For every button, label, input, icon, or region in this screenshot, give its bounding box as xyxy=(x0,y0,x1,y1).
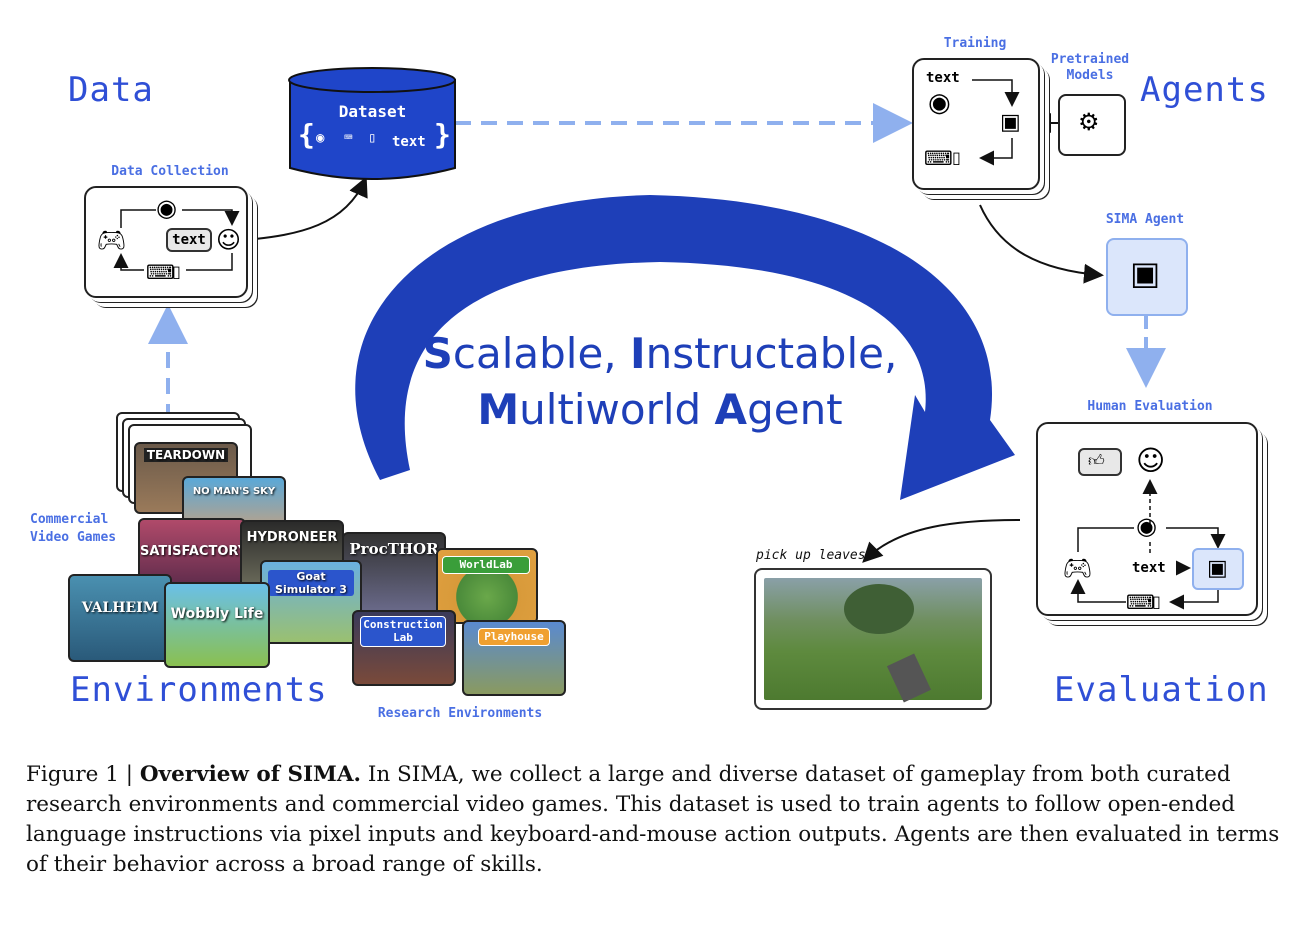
research-environments-label: Research Environments xyxy=(377,706,543,721)
game-screenshot xyxy=(754,568,992,710)
keyboard-icon: ⌨ xyxy=(924,146,953,170)
data-collection-label: Data Collection xyxy=(111,164,229,179)
text-chip: text xyxy=(166,228,212,252)
instruction-label: pick up leaves xyxy=(756,548,866,563)
caption-body: In SIMA, we collect a large and diverse … xyxy=(26,762,1280,877)
goat-simulator-thumbnail: Goat Simulator 3 xyxy=(260,560,362,644)
figure-caption: Figure 1 | Overview of SIMA. In SIMA, we… xyxy=(26,760,1286,880)
data-section-title: Data xyxy=(68,70,154,110)
robot-icon: ▣ xyxy=(1000,110,1021,135)
gamepad-icon: 🎮︎ xyxy=(1062,554,1093,582)
wobbly-life-thumbnail: Wobbly Life xyxy=(164,582,270,668)
evaluation-section-title: Evaluation xyxy=(1054,670,1269,710)
construction-lab-label: Construction Lab xyxy=(360,616,446,647)
environments-section-title: Environments xyxy=(70,670,328,710)
keyboard-icon: ⌨ xyxy=(146,260,175,284)
human-evaluation-label: Human Evaluation xyxy=(1087,399,1213,414)
training-to-agent-arrow xyxy=(979,204,1104,284)
eye-icon: ◉ xyxy=(1136,512,1157,540)
commercial-video-games-label: Commercial Video Games xyxy=(30,512,117,545)
valheim-thumbnail: VALHEIM xyxy=(68,574,172,662)
keyboard-icon: ⌨ xyxy=(1126,590,1155,614)
training-label: Training xyxy=(943,36,1007,51)
keyboard-icon: ⌨ xyxy=(344,130,353,146)
human-evaluation-card: 👍︎ ☺ ◉ 🎮︎ text ▣ ⌨ ▯ xyxy=(1036,422,1258,616)
caption-bold: Overview of SIMA. xyxy=(139,762,362,787)
training-text-label: text xyxy=(926,70,960,86)
mouse-icon: ▯ xyxy=(1152,592,1161,611)
evaluation-text-label: text xyxy=(1132,560,1166,576)
thumbs-icon: 👍︎ xyxy=(1088,451,1105,470)
mouse-icon: ▯ xyxy=(368,130,377,146)
agents-section-title: Agents xyxy=(1140,70,1269,110)
dataset-cylinder xyxy=(288,67,456,180)
mouse-icon: ▯ xyxy=(172,262,181,281)
eye-icon: ◉ xyxy=(928,88,951,118)
sima-agent-label: SIMA Agent xyxy=(1105,212,1185,227)
caption-prefix: Figure 1 | xyxy=(26,762,140,787)
evaluation-robot-box: ▣ xyxy=(1192,548,1244,590)
collection-to-dataset-arrow xyxy=(244,176,368,241)
data-collection-card: ◉ 🎮︎ text ☺ ⌨ ▯ xyxy=(84,186,248,298)
gamepad-icon: 🎮︎ xyxy=(96,226,127,254)
worldlab-label: WorldLab xyxy=(442,556,530,574)
center-title: Scalable, Instructable, Multiworld Agent xyxy=(422,329,898,434)
eye-icon: ◉ xyxy=(156,194,177,222)
eye-icon: ◉ xyxy=(316,130,325,146)
evaluation-to-screen-arrow xyxy=(862,519,1021,563)
dataset-title: Dataset xyxy=(338,102,407,121)
robot-icon: ▣ xyxy=(1207,556,1228,581)
sima-agent-box: ▣ xyxy=(1106,238,1188,316)
pretrained-models-box: ⚙ xyxy=(1058,94,1126,156)
face-icon: ☺ xyxy=(216,226,242,254)
thumbs-bubble: 👍︎ xyxy=(1078,448,1122,476)
dataset-text-label: text xyxy=(392,134,426,150)
gears-icon: ⚙ xyxy=(1078,108,1100,136)
pretrained-models-label: Pretrained Models xyxy=(1050,52,1130,83)
playhouse-label: Playhouse xyxy=(478,628,550,646)
training-card: text ◉ ▣ ⌨ ▯ xyxy=(912,58,1040,190)
robot-icon: ▣ xyxy=(1130,254,1161,292)
mouse-icon: ▯ xyxy=(952,148,961,167)
cycle-arc-arrow xyxy=(355,195,1015,500)
face-icon: ☺ xyxy=(1136,444,1166,477)
